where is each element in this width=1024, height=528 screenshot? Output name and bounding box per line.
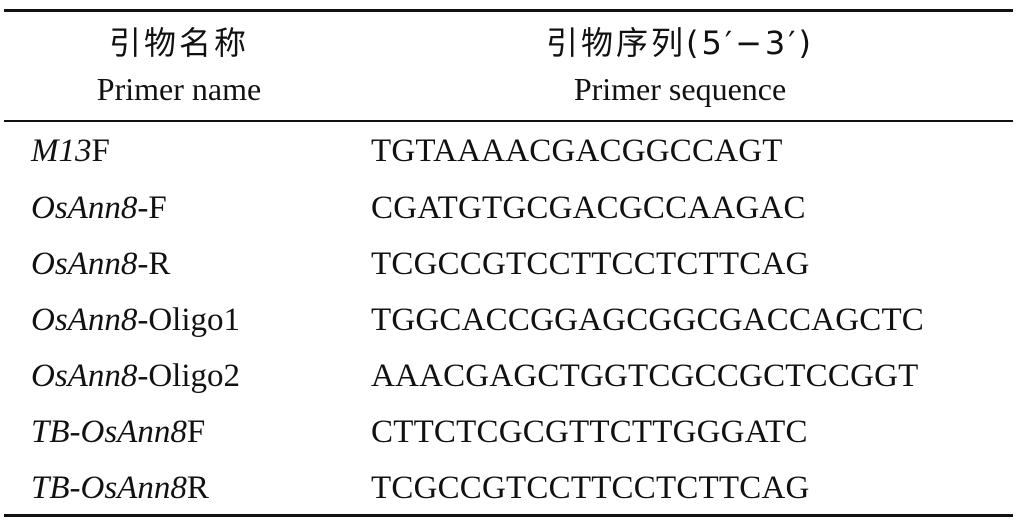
primer-name-suffix: -Oligo2 [137, 358, 241, 394]
header-primer-name: 引物名称 Primer name [4, 23, 354, 109]
header-primer-sequence-zh: 引物序列(5′−3′) [545, 24, 815, 62]
primer-name-suffix: -R [137, 246, 171, 282]
primer-name-italic: TB-OsAnn8 [31, 414, 187, 450]
primer-name-italic: OsAnn8 [31, 302, 138, 338]
primer-sequence: AAACGAGCTGGTCGCCGCTCCGGT [371, 358, 919, 394]
table-row: TB-OsAnn8F CTTCTCGCGTTCTTGGGATC [4, 404, 1013, 460]
primer-sequence: TCGCCGTCCTTCCTCTTCAG [371, 470, 810, 506]
primer-name: OsAnn8-Oligo2 [31, 348, 240, 404]
table-row: TB-OsAnn8R TCGCCGTCCTTCCTCTTCAG [4, 460, 1013, 516]
table-row: M13F TGTAAAACGACGGCCAGT [4, 123, 1013, 179]
primer-name-italic: OsAnn8 [31, 190, 138, 226]
primer-sequence: TCGCCGTCCTTCCTCTTCAG [371, 246, 810, 282]
primer-name: TB-OsAnn8R [31, 460, 209, 516]
primer-name-suffix: -Oligo1 [137, 302, 241, 338]
header-primer-name-en: Primer name [96, 71, 262, 107]
primer-name-italic: TB-OsAnn8 [31, 470, 187, 506]
primer-name: TB-OsAnn8F [31, 404, 205, 460]
table-row: OsAnn8-Oligo1 TGGCACCGGAGCGGCGACCAGCTC [4, 292, 1013, 348]
table-top-rule [4, 9, 1013, 12]
primer-name: OsAnn8-F [31, 180, 167, 236]
table-header-rule [4, 120, 1013, 122]
primer-name-suffix: R [186, 470, 209, 506]
primer-name-suffix: -F [137, 190, 167, 226]
primer-name-italic: OsAnn8 [31, 358, 138, 394]
primer-name: OsAnn8-R [31, 236, 170, 292]
primer-sequence: TGGCACCGGAGCGGCGACCAGCTC [371, 302, 925, 338]
primer-name-italic: OsAnn8 [31, 246, 138, 282]
table-row: OsAnn8-R TCGCCGTCCTTCCTCTTCAG [4, 236, 1013, 292]
header-primer-name-zh: 引物名称 [108, 24, 249, 62]
header-primer-sequence: 引物序列(5′−3′) Primer sequence [474, 23, 886, 109]
primer-sequence: CGATGTGCGACGCCAAGAC [371, 190, 806, 226]
primer-sequence: CTTCTCGCGTTCTTGGGATC [371, 414, 808, 450]
table-row: OsAnn8-Oligo2 AAACGAGCTGGTCGCCGCTCCGGT [4, 348, 1013, 404]
primer-sequence: TGTAAAACGACGGCCAGT [371, 133, 783, 169]
primer-name: M13F [31, 123, 110, 179]
primer-name-suffix: F [91, 133, 110, 169]
header-primer-sequence-en: Primer sequence [573, 71, 787, 107]
primer-name-italic: M13 [31, 133, 92, 169]
table-row: OsAnn8-F CGATGTGCGACGCCAAGAC [4, 180, 1013, 236]
primer-name-suffix: F [186, 414, 206, 450]
primer-name: OsAnn8-Oligo1 [31, 292, 240, 348]
table-bottom-rule [4, 514, 1013, 517]
